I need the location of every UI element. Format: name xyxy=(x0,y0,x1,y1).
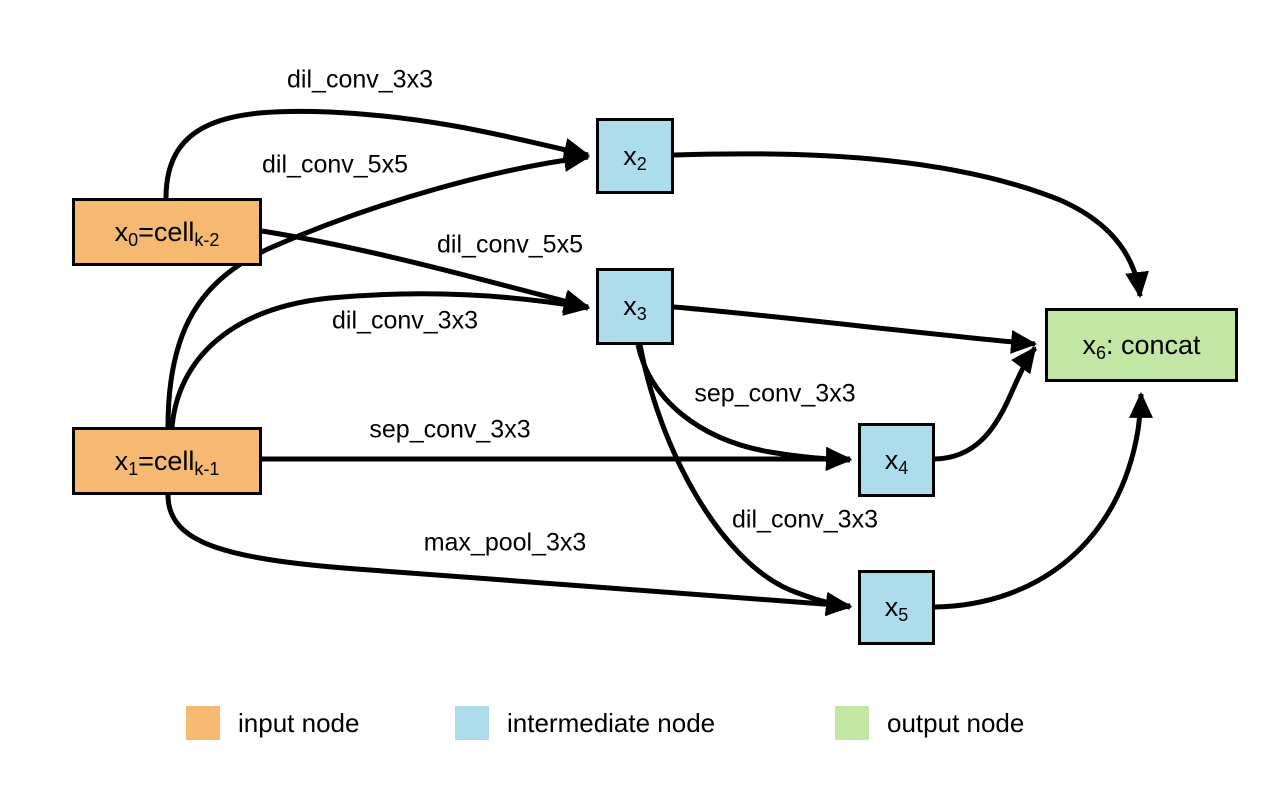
legend-item-intermediate: intermediate node xyxy=(455,700,715,746)
edge-x5-x6 xyxy=(934,391,1153,610)
edge-x3-x5 xyxy=(637,344,853,616)
legend-label-input: input node xyxy=(238,707,360,738)
edge-label-x3-x5: dil_conv_3x3 xyxy=(732,505,878,534)
legend-swatch-intermediate xyxy=(455,706,489,740)
legend: input node intermediate node output node xyxy=(0,700,1272,760)
edge-x3-x6 xyxy=(673,304,1038,354)
edge-label-x0-x2: dil_conv_3x3 xyxy=(287,65,433,94)
edge-x1-x3 xyxy=(169,291,591,428)
node-x0[interactable]: x0=cellk-2 xyxy=(72,198,262,266)
legend-item-input: input node xyxy=(186,700,359,746)
node-x6[interactable]: x6: concat xyxy=(1045,308,1238,382)
edge-label-x1-x4: sep_conv_3x3 xyxy=(369,415,531,444)
edge-label-x1-x5: max_pool_3x3 xyxy=(423,528,587,557)
legend-label-output: output node xyxy=(887,707,1025,738)
node-x4[interactable]: x4 xyxy=(858,423,935,497)
node-x1[interactable]: x1=cellk-1 xyxy=(72,427,262,495)
node-x5-label: x5 xyxy=(884,592,909,625)
edge-x1-x2 xyxy=(165,148,591,428)
edge-x2-x6 xyxy=(673,151,1149,299)
node-x1-label: x1=cellk-1 xyxy=(114,445,220,479)
node-x3[interactable]: x3 xyxy=(596,268,674,345)
node-x3-label: x3 xyxy=(623,291,647,324)
legend-item-output: output node xyxy=(835,700,1024,746)
edge-label-x1-x2: dil_conv_5x5 xyxy=(262,150,408,179)
edge-x0-x3 xyxy=(261,228,591,313)
legend-swatch-output xyxy=(835,706,869,740)
node-x0-label: x0=cellk-2 xyxy=(114,216,220,250)
node-x2[interactable]: x2 xyxy=(596,118,674,194)
legend-swatch-input xyxy=(186,706,220,740)
edge-x1-x5 xyxy=(165,494,853,617)
edge-label-x3-x4: sep_conv_3x3 xyxy=(694,379,856,408)
node-x6-label: x6: concat xyxy=(1082,329,1201,363)
edge-x0-x2 xyxy=(163,108,591,199)
edge-label-x1-x3: dil_conv_3x3 xyxy=(332,306,478,335)
edge-label-x0-x3: dil_conv_5x5 xyxy=(437,230,583,259)
node-x2-label: x2 xyxy=(623,140,647,174)
node-x5[interactable]: x5 xyxy=(858,570,935,645)
edge-x3-x4 xyxy=(635,344,853,471)
edge-x4-x6 xyxy=(934,346,1038,462)
node-x4-label: x4 xyxy=(884,444,909,478)
legend-label-intermediate: intermediate node xyxy=(507,707,716,738)
